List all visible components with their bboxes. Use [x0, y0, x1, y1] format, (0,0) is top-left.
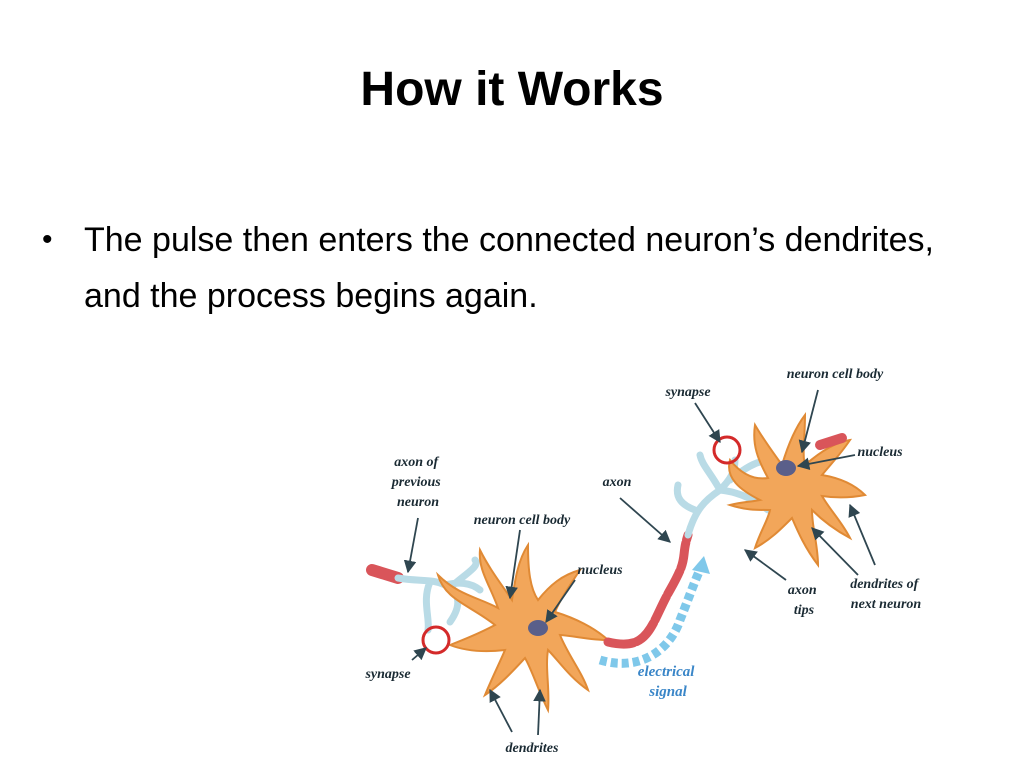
axon [603, 530, 693, 649]
right-neuron-cell-body [726, 412, 868, 568]
label-electrical-signal: electrical signal [638, 664, 698, 700]
label-nucleus-left: nucleus [577, 563, 623, 578]
electrical-signal-arrow [598, 556, 710, 668]
bullet-dot-icon: • [42, 223, 53, 256]
label-synapse-right: synapse [664, 385, 710, 400]
label-neuron-cell-body-right: neuron cell body [787, 367, 884, 382]
label-axon-of-previous-neuron: axon of previous neuron [391, 455, 445, 510]
label-axon-tips: axon tips [788, 583, 820, 618]
left-nucleus-icon [528, 620, 548, 636]
right-nucleus-icon [776, 460, 796, 476]
label-neuron-cell-body-left: neuron cell body [474, 513, 571, 528]
slide-title: How it Works [360, 63, 664, 116]
bullet-text: The pulse then enters the connected neur… [84, 221, 934, 315]
label-synapse-left: synapse [364, 667, 410, 682]
bullet-list: • The pulse then enters the connected ne… [40, 212, 980, 324]
neuron-diagram: axon of previous neuron neuron cell body… [364, 367, 921, 756]
pointer-arrows [403, 389, 876, 736]
label-dendrites: dendrites [506, 741, 559, 756]
left-synapse-circle-icon [421, 625, 451, 655]
label-nucleus-right: nucleus [857, 445, 903, 460]
diagram-labels: axon of previous neuron neuron cell body… [364, 367, 921, 756]
label-dendrites-of-next-neuron: dendrites of next neuron [850, 577, 922, 612]
left-neuron-cell-body [436, 541, 611, 714]
bullet-item: • The pulse then enters the connected ne… [40, 212, 980, 324]
right-synapse-circle-icon [712, 435, 742, 465]
label-axon: axon [603, 475, 632, 490]
